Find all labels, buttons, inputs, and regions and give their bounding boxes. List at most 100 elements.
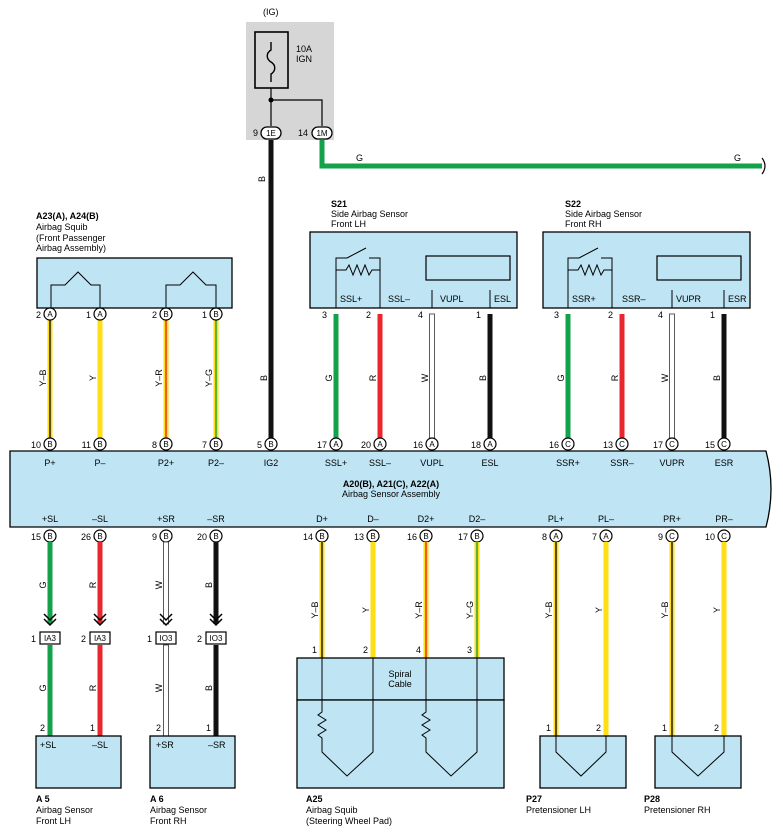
wire-color-label: G (556, 374, 566, 381)
s21-term-3: VUPL (440, 294, 464, 304)
end-pin-number: 2 (40, 723, 45, 733)
pin-connector-letter: B (97, 532, 102, 541)
pin-connector-letter: B (268, 440, 273, 449)
terminal-label: P2– (208, 458, 224, 468)
pin-connector (665, 437, 679, 451)
junction-pin-number: 1 (147, 634, 152, 644)
wire-color-label: W (154, 580, 164, 589)
wire-color-label: B (478, 375, 488, 381)
pin-number: 7 (202, 440, 207, 450)
pin-number: 4 (418, 310, 423, 320)
terminal-label: SSL+ (325, 458, 347, 468)
p28-code: P28 (644, 794, 660, 804)
junction-connector-label: IA3 (44, 634, 57, 643)
a5-name-2: Front LH (36, 816, 71, 826)
a6-box (149, 735, 236, 789)
p27-code: P27 (526, 794, 542, 804)
terminal-label: SSL– (369, 458, 391, 468)
pin-number: 13 (354, 532, 364, 542)
pin-connector-letter: C (721, 440, 727, 449)
wire-color-label: B (712, 375, 722, 381)
wire-bottom-lower-2 (163, 644, 169, 737)
pin-connector-letter: A (47, 310, 53, 319)
end-pin-number: 1 (206, 723, 211, 733)
a23-name-1: Airbag Squib (36, 222, 88, 232)
junction-connector (89, 631, 111, 645)
pin-number: 2 (152, 310, 157, 320)
terminal-label: PL+ (548, 514, 564, 524)
terminal-label: SSR+ (556, 458, 580, 468)
wire-color-label: Y–B (38, 369, 48, 386)
main-code: A20(B), A21(C), A22(A) (343, 479, 439, 489)
wire-color-label: R (88, 581, 98, 588)
junction-chevron-icon (43, 618, 57, 627)
pin-number: 16 (549, 440, 559, 450)
pin-connector (43, 307, 57, 321)
wire-color-label: W (154, 683, 164, 692)
junction-connector-label: IO3 (210, 634, 223, 643)
junction-chevron-icon (209, 613, 223, 622)
a6-name-1: Airbag Sensor (150, 805, 207, 815)
pin-number: 26 (81, 532, 91, 542)
wire-break-icon (761, 157, 766, 175)
s21-module (425, 255, 511, 281)
pin-number: 7 (592, 532, 597, 542)
fuse-icon (266, 42, 276, 82)
wire-g-horizontal (319, 140, 762, 169)
pin-number: 16 (413, 440, 423, 450)
terminal-label: P– (94, 458, 105, 468)
pin-number: 11 (82, 440, 91, 450)
pin-number: 18 (471, 440, 481, 450)
s21-code: S21 (331, 199, 347, 209)
wire-color-label: Y (594, 607, 604, 613)
pin-connector (209, 307, 223, 321)
s21-name-1: Side Airbag Sensor (331, 209, 408, 219)
end-pin-number: 3 (467, 645, 472, 655)
wire-color-label: Y (712, 607, 722, 613)
pin-number: 10 (31, 440, 41, 450)
s22-term-1: SSR+ (572, 294, 596, 304)
wire-color-label: Y (88, 375, 98, 381)
pin-connector-letter: B (370, 532, 375, 541)
a23-box (36, 257, 233, 309)
end-pin-number: 4 (416, 645, 421, 655)
pin-number: 10 (705, 532, 715, 542)
a6-code: A 6 (150, 794, 164, 804)
pin-number: 17 (317, 440, 327, 450)
wire-color-label: Y–B (544, 601, 554, 618)
pretensioner-icon (555, 736, 607, 777)
pin-number: 2 (608, 310, 613, 320)
pin-connector-letter: C (669, 440, 675, 449)
main-name: Airbag Sensor Assembly (342, 489, 441, 499)
s22-module (656, 255, 742, 281)
wire-color-label: Y–G (465, 601, 475, 619)
pin-connector (159, 437, 173, 451)
pin-number: 4 (658, 310, 663, 320)
terminal-label: VUPR (659, 458, 685, 468)
junction-connector-label: IA3 (94, 634, 107, 643)
junction-connector (155, 631, 177, 645)
pin-connector (159, 307, 173, 321)
wire-color-label: R (368, 374, 378, 381)
a6-term-2: –SR (208, 740, 226, 750)
squib-icon (165, 271, 217, 308)
junction-chevron-icon (159, 613, 173, 622)
junction-chevron-icon (43, 613, 57, 622)
switch-resistor-icon (335, 247, 491, 308)
s22-name-2: Front RH (565, 219, 602, 229)
wire-color-label: Y–R (414, 601, 424, 619)
terminal-label: P2+ (158, 458, 174, 468)
pin-number: 17 (653, 440, 663, 450)
pin-connector (483, 437, 497, 451)
terminal-label: D+ (316, 514, 328, 524)
a5-name-1: Airbag Sensor (36, 805, 93, 815)
pin-9-label: 9 (253, 128, 258, 138)
terminal-label: ESL (481, 458, 498, 468)
s22-term-4: ESR (728, 294, 747, 304)
pin-connector-letter: B (319, 532, 324, 541)
p27-box (539, 735, 627, 789)
terminal-label: –SR (207, 514, 225, 524)
wire-color-label: G (38, 581, 48, 588)
end-pin-number: 1 (546, 723, 551, 733)
s22-term-2: SSR– (622, 294, 646, 304)
